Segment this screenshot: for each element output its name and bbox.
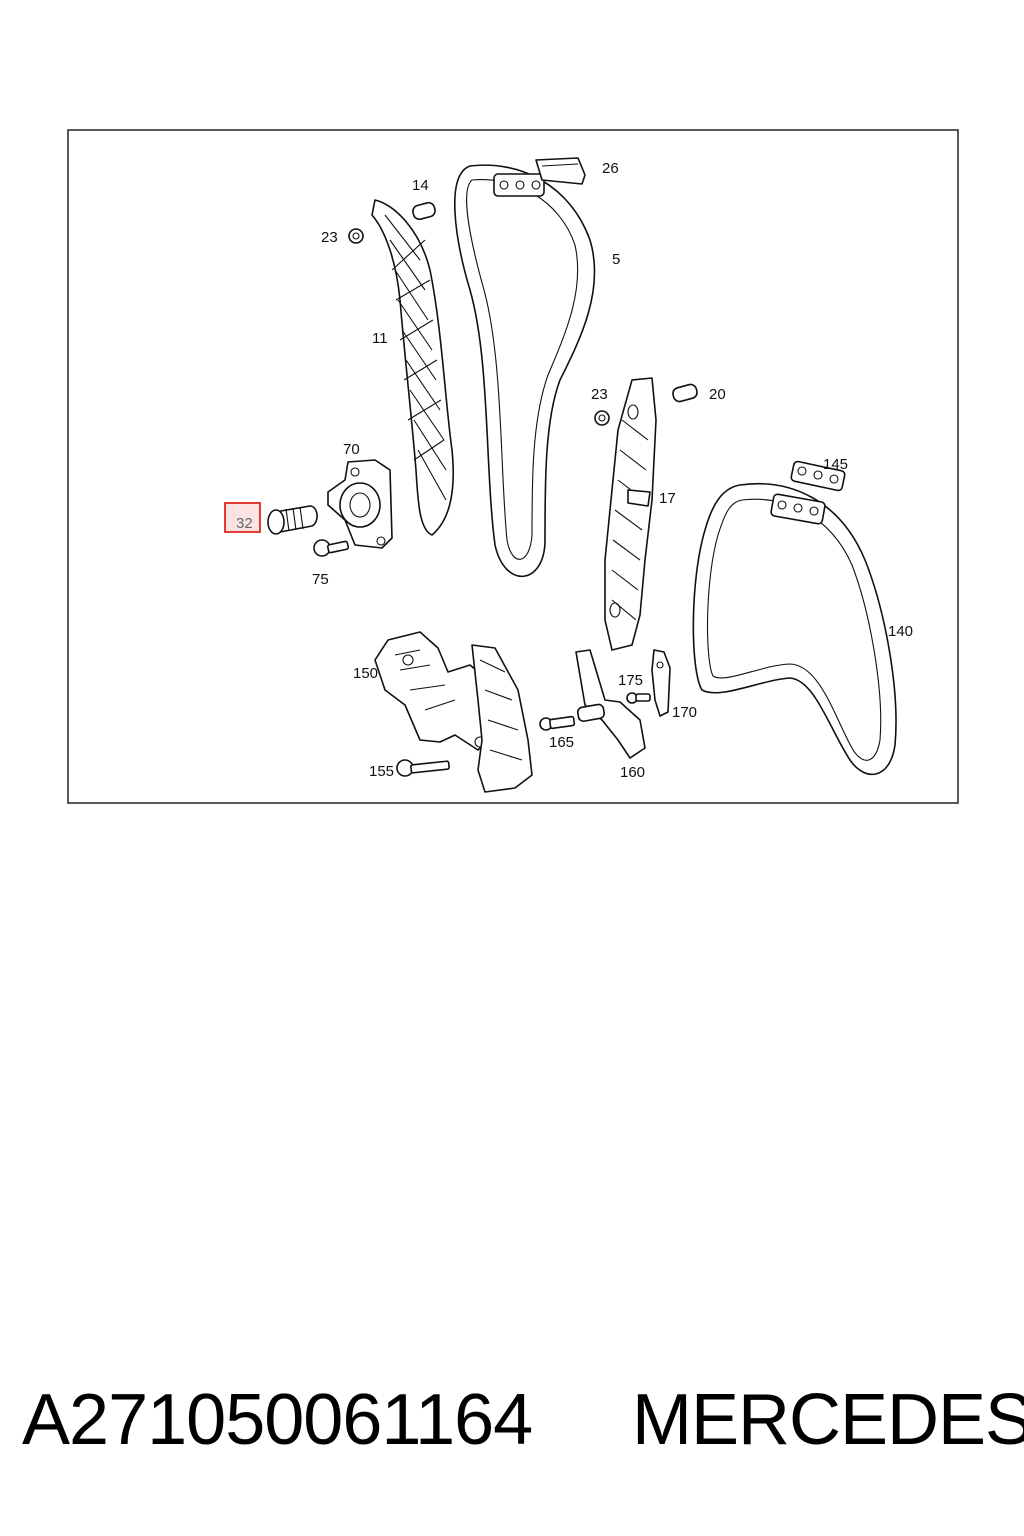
pin-14 — [412, 201, 436, 221]
part-footer: A271050061164 MERCEDES — [0, 1380, 1024, 1460]
callout-11: 11 — [372, 330, 388, 347]
brand-name: MERCEDES — [632, 1380, 1024, 1460]
bracket-170 — [651, 649, 671, 717]
bolt-165 — [539, 715, 576, 731]
timing-chain-lower — [692, 483, 897, 776]
tensioner-rail-150 — [374, 631, 533, 793]
callout-155: 155 — [369, 763, 394, 780]
callout-145: 145 — [823, 456, 848, 473]
callout-165: 165 — [549, 734, 574, 751]
pin-20 — [672, 383, 698, 403]
callout-5: 5 — [612, 251, 620, 268]
callout-140: 140 — [888, 623, 913, 640]
callout-17: 17 — [659, 490, 676, 507]
tensioning-rail-11 — [371, 199, 454, 536]
guide-clip-26 — [535, 157, 586, 185]
timing-chain-upper — [454, 164, 596, 578]
slide-rail-160 — [575, 649, 646, 759]
screw-175 — [626, 692, 651, 704]
plug-32 — [267, 505, 318, 535]
callout-150: 150 — [353, 665, 378, 682]
chain-link-145 — [790, 460, 846, 492]
callout-175: 175 — [618, 672, 643, 689]
parts-diagram: 26 14 23 5 11 23 20 70 145 17 32 75 140 … — [67, 129, 959, 804]
guide-rail-17 — [604, 377, 657, 651]
bolt-75 — [313, 539, 350, 557]
callout-14: 14 — [412, 177, 429, 194]
callout-20: 20 — [709, 386, 726, 403]
highlight-box-32 — [224, 502, 261, 533]
chain-link-clip — [493, 173, 545, 197]
nut-23-upper — [348, 228, 364, 244]
tensioner-70 — [327, 459, 393, 549]
callout-32: 32 — [236, 515, 253, 532]
callout-23-upper: 23 — [321, 229, 338, 246]
chain-link-clip-lower — [770, 493, 826, 525]
bolt-155 — [396, 759, 450, 777]
callout-160: 160 — [620, 764, 645, 781]
callout-26: 26 — [602, 160, 619, 177]
callout-170: 170 — [672, 704, 697, 721]
callout-70: 70 — [343, 441, 360, 458]
nut-23-lower — [594, 410, 610, 426]
callout-23-lower: 23 — [591, 386, 608, 403]
callout-75: 75 — [312, 571, 329, 588]
part-number: A271050061164 — [22, 1380, 533, 1460]
diagram-border — [67, 129, 959, 804]
